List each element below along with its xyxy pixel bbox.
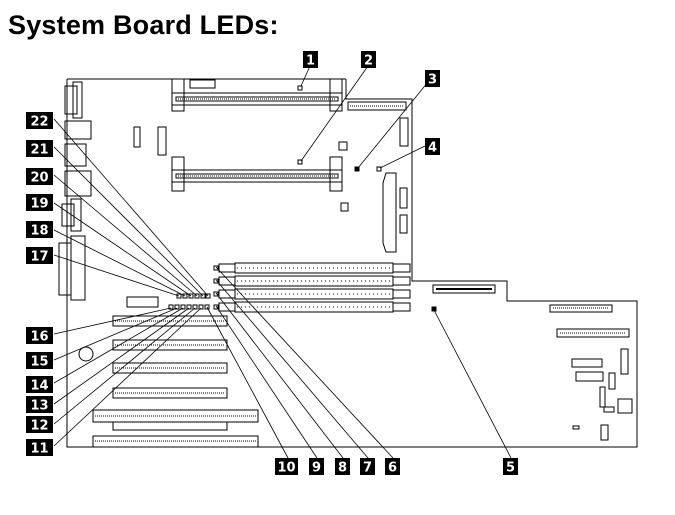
callout-box — [503, 458, 518, 475]
callout-number: 18 — [30, 224, 48, 239]
led-4 — [376, 166, 382, 172]
led-7 — [213, 278, 219, 284]
callout-20: 20 — [26, 168, 53, 186]
callout-16: 16 — [26, 327, 53, 345]
callout-9: 9 — [309, 458, 324, 476]
callout-box — [26, 247, 53, 264]
callout-number: 10 — [277, 461, 295, 476]
callout-11: 11 — [26, 439, 53, 457]
callout-4: 4 — [425, 138, 440, 156]
callout-number: 8 — [338, 461, 347, 476]
callout-box — [26, 439, 53, 456]
leader-lines — [53, 65, 512, 459]
callout-2: 2 — [361, 51, 376, 69]
callout-number: 17 — [30, 250, 48, 265]
connector-pins — [95, 98, 626, 442]
callout-number: 6 — [388, 461, 397, 476]
callout-14: 14 — [26, 376, 53, 394]
led-5 — [431, 306, 437, 312]
callout-number: 15 — [30, 355, 48, 370]
callout-number: 16 — [30, 330, 48, 345]
callout-number: 13 — [30, 399, 48, 414]
callout-10: 10 — [275, 458, 298, 476]
callout-8: 8 — [335, 458, 350, 476]
callout-6: 6 — [385, 458, 400, 476]
callout-box — [425, 70, 440, 87]
expansion-slots — [78, 296, 259, 448]
callout-number: 5 — [506, 461, 515, 476]
led-16 — [168, 304, 174, 310]
callout-15: 15 — [26, 352, 53, 370]
callout-number: 12 — [30, 419, 48, 434]
callout-box — [26, 140, 53, 157]
callout-22: 22 — [26, 112, 53, 130]
led-8 — [213, 291, 219, 297]
led-15 — [174, 304, 180, 310]
callout-number: 14 — [30, 379, 48, 394]
callout-box — [335, 458, 350, 475]
callout-12: 12 — [26, 416, 53, 434]
callout-box — [26, 168, 53, 185]
callout-box — [26, 416, 53, 433]
callout-box — [309, 458, 324, 475]
callout-number: 7 — [363, 461, 372, 476]
callout-number: 3 — [428, 73, 437, 88]
led-2 — [297, 159, 303, 165]
callout-box — [26, 194, 53, 211]
callout-number: 22 — [30, 115, 48, 130]
callout-box — [303, 51, 318, 68]
callout-number: 9 — [312, 461, 321, 476]
callout-number: 20 — [30, 171, 48, 186]
led-1 — [297, 85, 303, 91]
callout-17: 17 — [26, 247, 53, 265]
callout-box — [425, 138, 440, 155]
led-3 — [354, 166, 360, 172]
memory-slots — [218, 262, 411, 313]
callout-number: 2 — [364, 54, 373, 69]
callout-box — [26, 112, 53, 129]
callout-box — [361, 51, 376, 68]
callout-number: 19 — [30, 197, 48, 212]
callout-number: 21 — [30, 143, 48, 158]
callout-1: 1 — [303, 51, 318, 69]
callout-box — [275, 458, 298, 475]
callout-box — [26, 327, 53, 344]
led-14 — [180, 304, 186, 310]
callout-number: 11 — [30, 442, 48, 457]
callout-box — [385, 458, 400, 475]
callout-box — [26, 396, 53, 413]
callout-13: 13 — [26, 396, 53, 414]
callout-5: 5 — [503, 458, 518, 476]
callout-7: 7 — [360, 458, 375, 476]
led-13 — [186, 304, 192, 310]
led-9 — [213, 304, 219, 310]
callout-box — [26, 376, 53, 393]
callout-box — [360, 458, 375, 475]
led-11 — [198, 304, 204, 310]
callout-19: 19 — [26, 194, 53, 212]
processor-slot-1 — [171, 78, 343, 112]
callout-number: 1 — [306, 54, 315, 69]
callout-3: 3 — [425, 70, 440, 88]
processor-slot-2 — [171, 156, 343, 192]
callout-box — [26, 352, 53, 369]
led-12 — [192, 304, 198, 310]
diagram-title: System Board LEDs: — [8, 10, 279, 40]
callout-box — [26, 221, 53, 238]
rear-io-connectors — [58, 81, 92, 301]
callout-21: 21 — [26, 140, 53, 158]
callout-18: 18 — [26, 221, 53, 239]
callout-number: 4 — [428, 141, 437, 156]
led-6 — [213, 265, 219, 271]
